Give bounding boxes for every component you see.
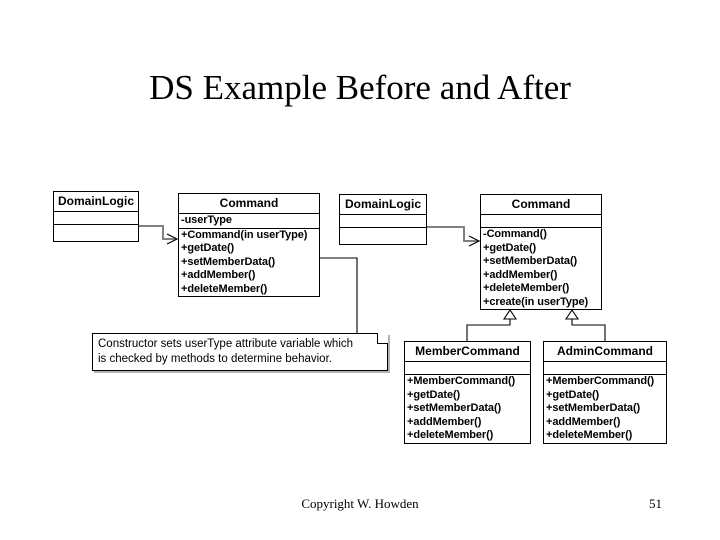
operation-row: -Command() bbox=[483, 228, 547, 240]
class-name: DomainLogic bbox=[340, 195, 426, 215]
operation-row: +deleteMember() bbox=[407, 429, 494, 441]
class-name: Command bbox=[179, 194, 319, 214]
connector-domainlogic-command-right bbox=[427, 226, 481, 247]
class-box-domainlogic-before[interactable]: DomainLogic bbox=[53, 191, 139, 242]
note-fold-icon bbox=[377, 333, 388, 344]
operations-compartment: +MemberCommand() +getDate() +setMemberDa… bbox=[544, 375, 666, 443]
class-name: Command bbox=[481, 195, 601, 215]
footer-copyright: Copyright W. Howden bbox=[301, 496, 419, 511]
operation-row: +deleteMember() bbox=[483, 282, 570, 294]
note-line: Constructor sets userType attribute vari… bbox=[98, 338, 354, 350]
operation-row: +addMember() bbox=[407, 415, 482, 428]
class-box-command-before[interactable]: Command -userType +Command(in userType) … bbox=[178, 193, 320, 297]
attributes-compartment bbox=[54, 212, 138, 225]
operation-row: +getDate() bbox=[546, 388, 600, 401]
operation-row: +getDate() bbox=[407, 388, 461, 401]
attributes-compartment bbox=[340, 215, 426, 228]
class-box-command-after[interactable]: Command -Command() +getDate() +setMember… bbox=[480, 194, 602, 310]
operation-row: +setMemberData() bbox=[546, 402, 641, 414]
operation-row: +getDate() bbox=[483, 241, 537, 254]
operation-row: +addMember() bbox=[546, 415, 621, 428]
class-box-admincommand[interactable]: AdminCommand +MemberCommand() +getDate()… bbox=[543, 341, 667, 444]
note-line: is checked by methods to determine behav… bbox=[98, 353, 332, 365]
note-box: Constructor sets userType attribute vari… bbox=[92, 333, 388, 371]
operations-compartment bbox=[340, 228, 426, 244]
attribute-row: -userType bbox=[181, 214, 232, 226]
operation-row: +getDate() bbox=[181, 242, 235, 254]
generalization-membercommand bbox=[466, 309, 518, 341]
attributes-compartment: -userType bbox=[179, 214, 319, 229]
attributes-compartment bbox=[405, 362, 530, 375]
operations-compartment bbox=[54, 225, 138, 241]
operation-row: +setMemberData() bbox=[483, 255, 578, 267]
operation-row: +MemberCommand() bbox=[546, 375, 655, 387]
operation-row: +deleteMember() bbox=[546, 429, 633, 441]
note-text: Constructor sets userType attribute vari… bbox=[98, 337, 382, 367]
operation-row: +addMember() bbox=[181, 269, 256, 281]
operations-compartment: +MemberCommand() +getDate() +setMemberDa… bbox=[405, 375, 530, 443]
class-box-membercommand[interactable]: MemberCommand +MemberCommand() +getDate(… bbox=[404, 341, 531, 444]
operation-row: +deleteMember() bbox=[181, 282, 268, 295]
note-body bbox=[92, 333, 388, 371]
attributes-compartment bbox=[544, 362, 666, 375]
page-title: DS Example Before and After bbox=[149, 68, 571, 107]
footer-page-number: 51 bbox=[649, 496, 662, 511]
class-name: MemberCommand bbox=[405, 342, 530, 362]
operation-row: +setMemberData() bbox=[181, 255, 276, 268]
operations-compartment: +Command(in userType) +getDate() +setMem… bbox=[179, 229, 319, 297]
class-name: DomainLogic bbox=[54, 192, 138, 212]
connector-domainlogic-command-left bbox=[139, 225, 179, 245]
attributes-compartment bbox=[481, 215, 601, 228]
operations-compartment: -Command() +getDate() +setMemberData() +… bbox=[481, 228, 601, 309]
operation-row: +setMemberData() bbox=[407, 402, 502, 414]
class-box-domainlogic-after[interactable]: DomainLogic bbox=[339, 194, 427, 245]
operation-row: +addMember() bbox=[483, 268, 558, 281]
generalization-admincommand bbox=[564, 309, 606, 341]
operation-row: +Command(in userType) bbox=[181, 228, 308, 241]
class-name: AdminCommand bbox=[544, 342, 666, 362]
operation-row: +MemberCommand() bbox=[407, 375, 516, 387]
operation-row: +create(in userType) bbox=[483, 295, 589, 308]
